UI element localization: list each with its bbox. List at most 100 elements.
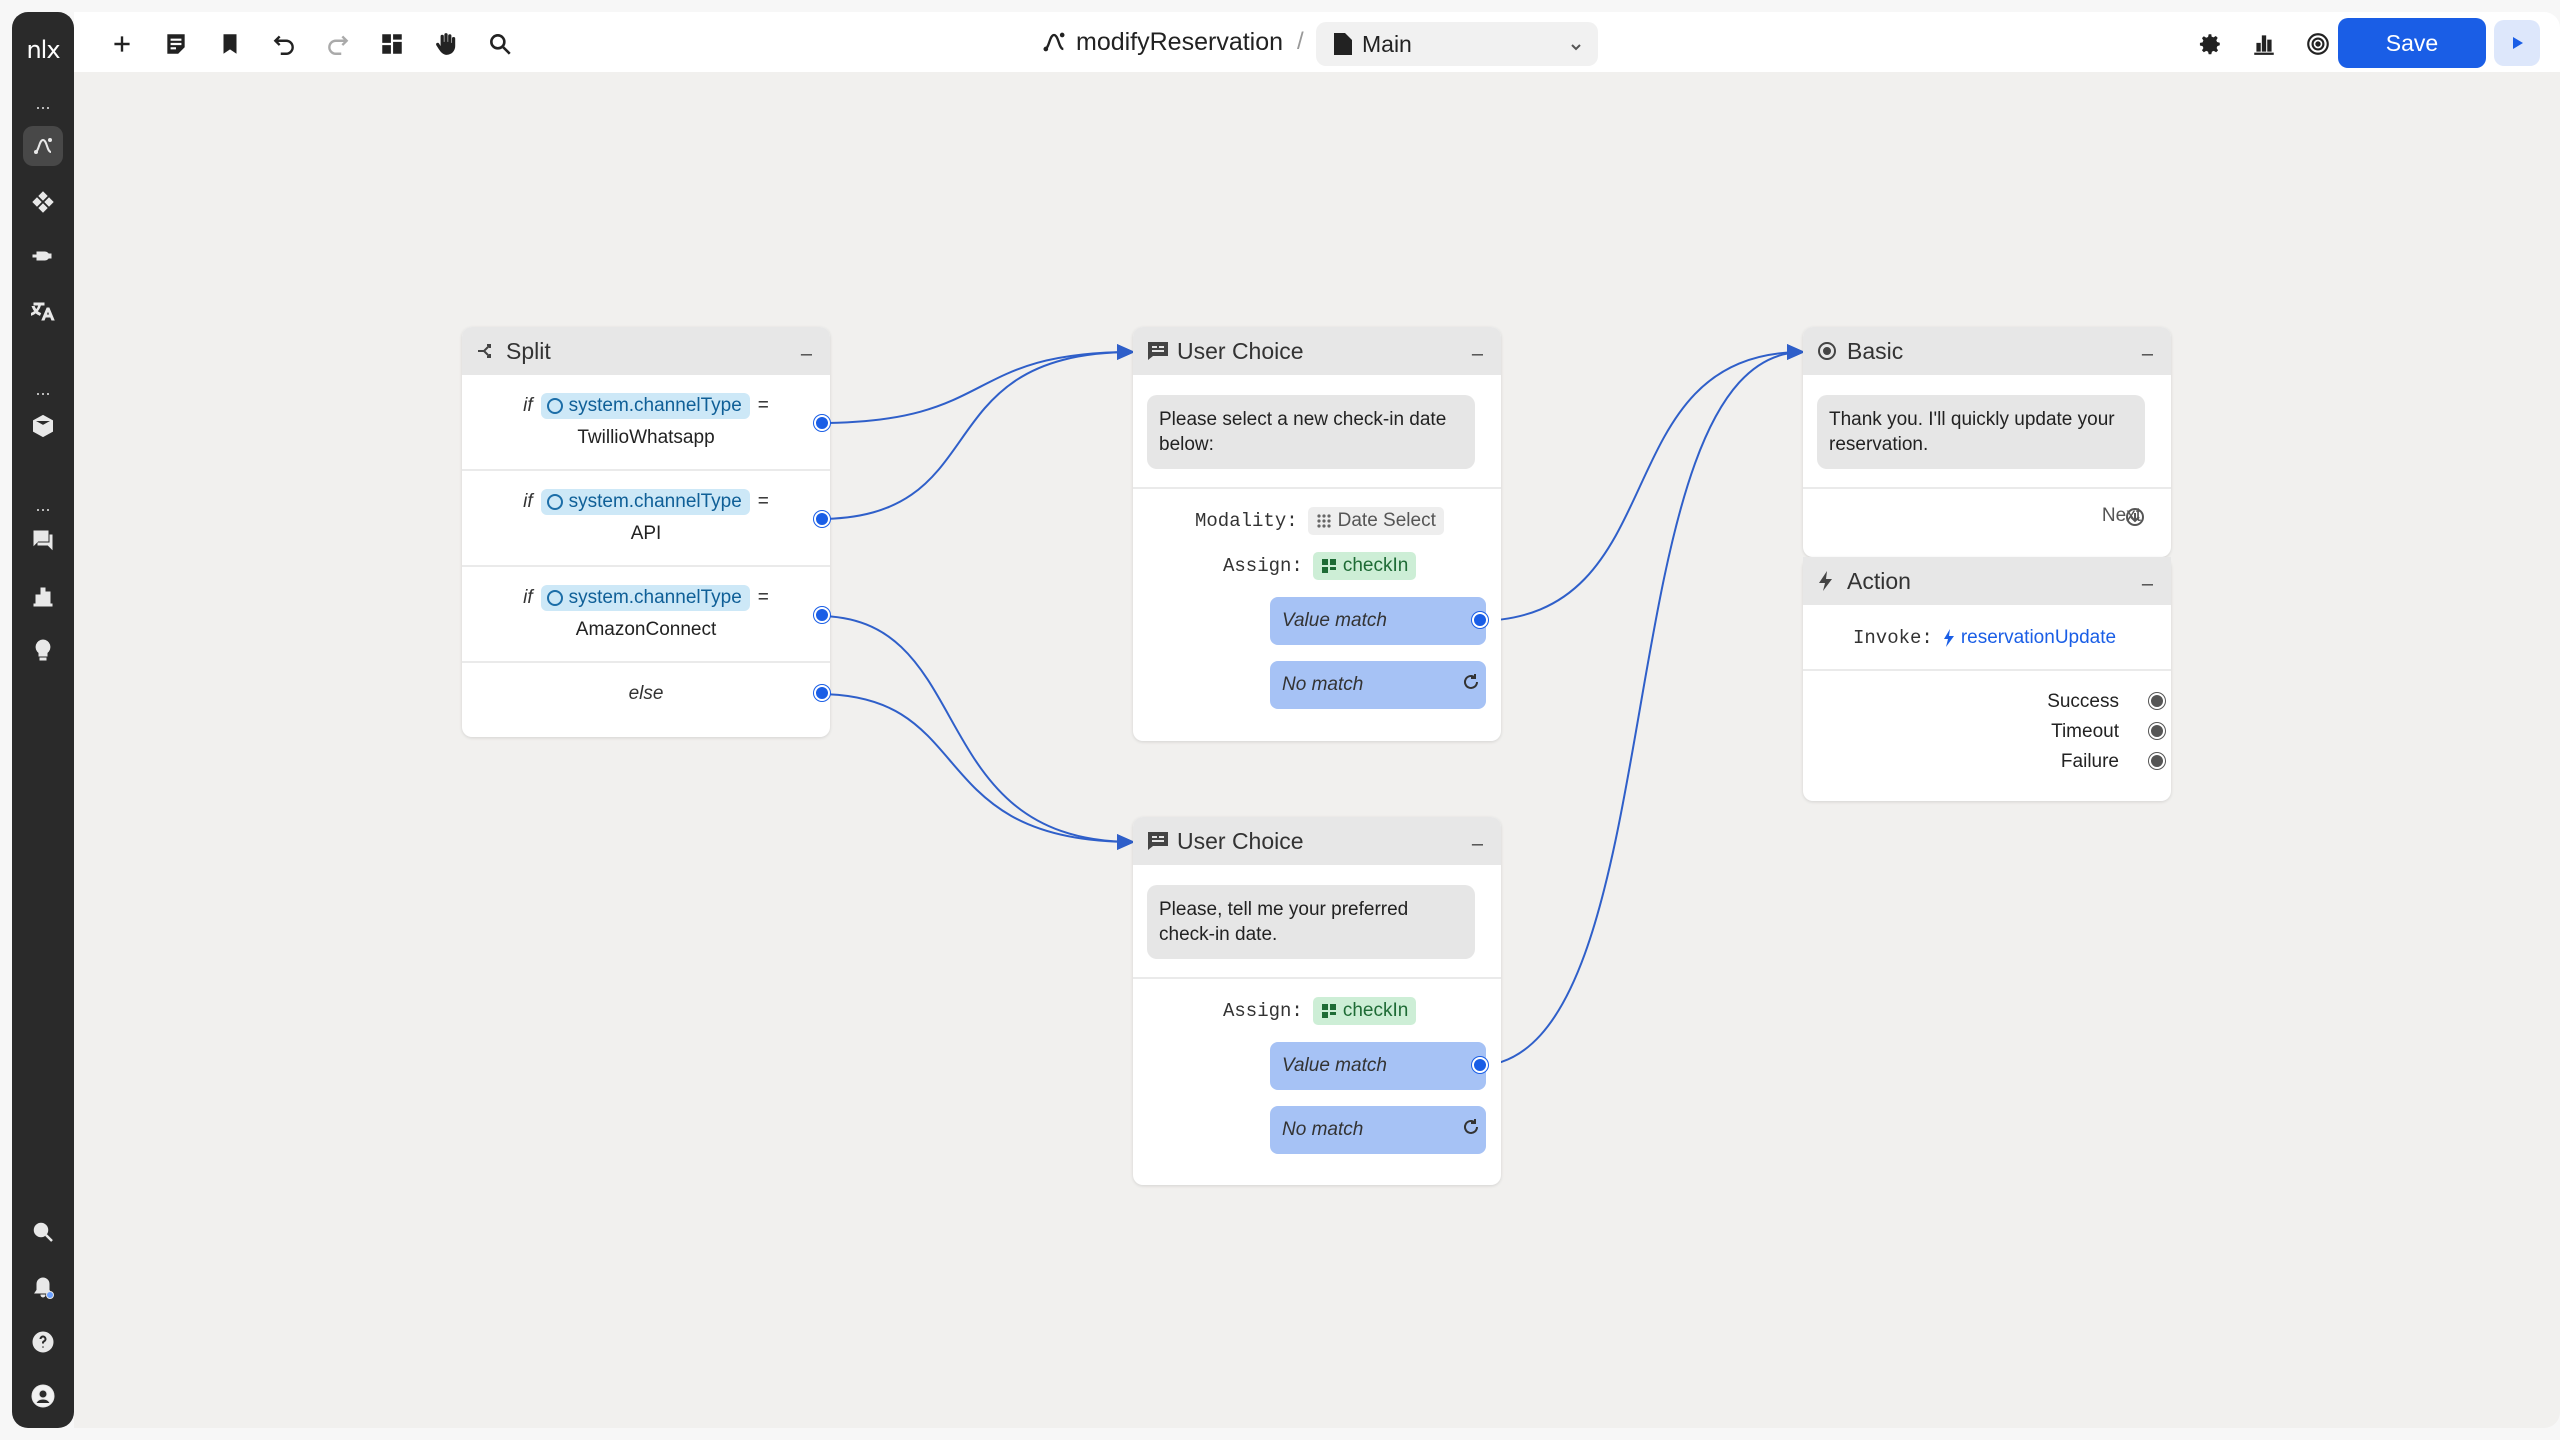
collapse-button[interactable]: – <box>800 343 812 365</box>
help-icon[interactable] <box>23 1322 63 1362</box>
output-port[interactable] <box>1472 1057 1488 1073</box>
user-choice-node[interactable]: User Choice – Please, tell me your prefe… <box>1133 817 1501 1185</box>
redo-icon[interactable] <box>322 28 354 60</box>
invoke-action-link[interactable]: reservationUpdate <box>1943 627 2116 649</box>
chat-choice-icon <box>1147 830 1169 852</box>
auto-layout-icon[interactable] <box>376 28 408 60</box>
message-bubble[interactable]: Please, tell me your preferred check-in … <box>1147 885 1475 959</box>
page-file-icon <box>1334 33 1352 55</box>
collapse-button[interactable]: – <box>2141 573 2153 595</box>
timeout-port[interactable] <box>2149 723 2165 739</box>
sidebar-more-dots-2[interactable]: ... <box>35 379 51 399</box>
deploy-fingerprint-icon[interactable] <box>2302 28 2334 60</box>
user-choice-node[interactable]: User Choice – Please select a new check-… <box>1133 327 1501 741</box>
output-port[interactable] <box>814 415 830 431</box>
output-port[interactable] <box>814 511 830 527</box>
breadcrumb: modifyReservation / <box>1040 26 1322 58</box>
operator: = <box>757 587 769 608</box>
assign-chip[interactable]: checkIn <box>1312 997 1417 1025</box>
success-port[interactable] <box>2149 693 2165 709</box>
globe-icon <box>546 590 563 606</box>
flow-name[interactable]: modifyReservation <box>1076 27 1284 56</box>
else-label: else <box>628 683 664 704</box>
action-node[interactable]: Action – Invoke: reservationUpdate Succe… <box>1803 557 2171 801</box>
no-match-option[interactable]: No match <box>1270 661 1486 709</box>
split-condition-row[interactable]: if system.channelType = AmazonConnect <box>462 567 830 663</box>
profile-avatar-icon[interactable] <box>23 1376 63 1416</box>
analytics-bar-icon[interactable] <box>23 576 63 616</box>
failure-port[interactable] <box>2149 753 2165 769</box>
variable-chip[interactable]: system.channelType <box>540 585 750 611</box>
conversations-icon[interactable] <box>23 520 63 560</box>
message-bubble[interactable]: Please select a new check-in date below: <box>1147 395 1475 469</box>
collapse-button[interactable]: – <box>1471 343 1483 365</box>
split-node[interactable]: Split – if system.channelType = TwillioW… <box>462 327 830 737</box>
output-port[interactable] <box>814 685 830 701</box>
nlx-logo: nlx <box>26 36 60 64</box>
sidebar-more-dots-3[interactable]: ... <box>35 495 51 515</box>
output-port[interactable] <box>814 607 830 623</box>
invoke-label: Invoke: <box>1853 627 1933 649</box>
lightning-small-icon <box>1943 629 1954 647</box>
assign-label: Assign: <box>1223 1000 1303 1022</box>
notifications-bell-icon[interactable] <box>23 1268 63 1308</box>
save-button[interactable]: Save <box>2338 18 2486 68</box>
sidebar-more-dots[interactable]: ... <box>35 93 51 113</box>
assign-field: Assign: checkIn <box>1223 552 1417 580</box>
flow-canvas[interactable] <box>74 72 2560 1428</box>
if-keyword: if <box>523 395 533 416</box>
condition-value: API <box>630 523 662 544</box>
bookmark-icon[interactable] <box>214 28 246 60</box>
page-select[interactable]: Main <box>1316 22 1598 66</box>
split-node-header[interactable]: Split – <box>462 327 830 375</box>
user-choice-header[interactable]: User Choice – <box>1133 817 1501 865</box>
split-condition-row[interactable]: if system.channelType = TwillioWhatsapp <box>462 375 830 471</box>
modality-chip[interactable]: Date Select <box>1307 507 1444 535</box>
global-search-icon[interactable] <box>23 1212 63 1252</box>
settings-gear-icon[interactable] <box>2194 28 2226 60</box>
ideas-bulb-icon[interactable] <box>23 630 63 670</box>
play-icon <box>2513 37 2523 49</box>
split-icon <box>476 340 498 362</box>
variable-blocks-icon <box>1321 559 1336 573</box>
value-match-option[interactable]: Value match <box>1270 1042 1488 1090</box>
condition-value: TwillioWhatsapp <box>577 427 715 448</box>
sidebar: nlx ... ... ... <box>12 12 74 1428</box>
translate-icon[interactable] <box>23 290 63 330</box>
page-select-value: Main <box>1362 30 1412 57</box>
message-bubble[interactable]: Thank you. I'll quickly update your rese… <box>1817 395 2145 469</box>
canvas-search-icon[interactable] <box>484 28 516 60</box>
collapse-button[interactable]: – <box>1471 833 1483 855</box>
collapse-button[interactable]: – <box>2141 343 2153 365</box>
add-node-plus-icon[interactable] <box>106 28 138 60</box>
analytics-bar-chart-icon[interactable] <box>2248 28 2280 60</box>
value-match-option[interactable]: Value match <box>1270 597 1488 645</box>
action-node-header[interactable]: Action – <box>1803 557 2171 605</box>
user-choice-header[interactable]: User Choice – <box>1133 327 1501 375</box>
split-condition-row[interactable]: if system.channelType = API <box>462 471 830 567</box>
integrations-plug-icon[interactable] <box>23 236 63 276</box>
top-toolbar: modifyReservation / Main Save <box>74 12 2560 72</box>
split-else-row[interactable]: else <box>462 663 830 733</box>
pan-hand-icon[interactable] <box>430 28 462 60</box>
components-icon[interactable] <box>23 182 63 222</box>
if-keyword: if <box>523 587 533 608</box>
assign-chip[interactable]: checkIn <box>1312 552 1417 580</box>
flows-icon[interactable] <box>23 126 63 166</box>
refresh-icon <box>1462 673 1480 697</box>
variable-chip[interactable]: system.channelType <box>540 489 750 515</box>
undo-icon[interactable] <box>268 28 300 60</box>
packages-cube-icon[interactable] <box>23 406 63 446</box>
app-window: nlx ... ... ... <box>12 12 2560 1436</box>
variable-chip[interactable]: system.channelType <box>540 393 750 419</box>
next-arrow-icon[interactable] <box>2125 507 2145 532</box>
no-match-option[interactable]: No match <box>1270 1106 1486 1154</box>
output-port[interactable] <box>1472 612 1488 628</box>
notes-icon[interactable] <box>160 28 192 60</box>
basic-node[interactable]: Basic – Thank you. I'll quickly update y… <box>1803 327 2171 557</box>
basic-circle-icon <box>1817 340 1839 362</box>
basic-node-title: Basic <box>1847 337 1904 364</box>
test-run-play-button[interactable] <box>2494 20 2540 66</box>
basic-node-header[interactable]: Basic – <box>1803 327 2171 375</box>
refresh-icon <box>1462 1118 1480 1142</box>
